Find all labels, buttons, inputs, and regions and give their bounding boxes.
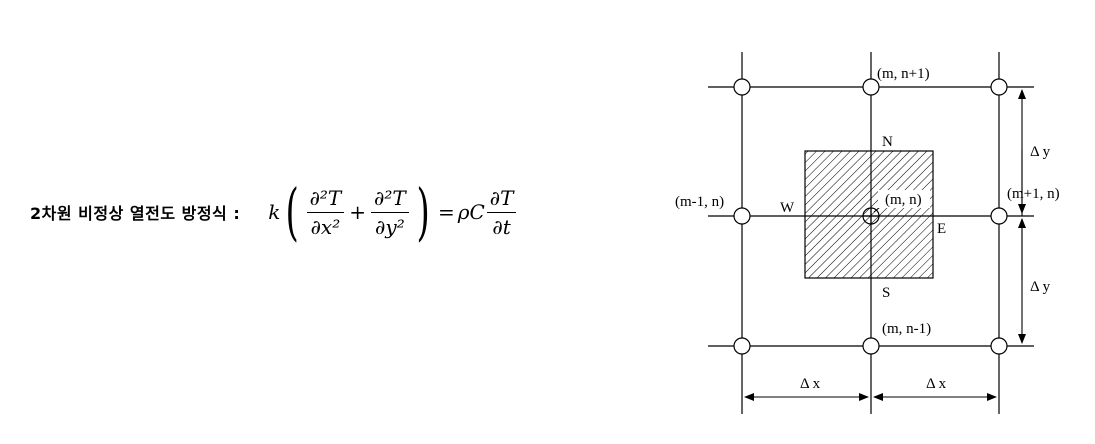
node-circle [990, 207, 1008, 225]
fraction-denominator: ∂x² [310, 214, 341, 239]
conductivity-k: k [268, 200, 281, 224]
label-center-node: (m, n) [885, 192, 922, 208]
left-paren: ( [285, 175, 300, 248]
fraction-numerator: ∂T [486, 186, 517, 213]
node-circle [990, 78, 1008, 96]
fraction-denominator: ∂t [492, 214, 511, 239]
label-south: S [882, 285, 890, 301]
label-right-node: (m+1, n) [1007, 186, 1060, 202]
fraction-denominator: ∂y² [375, 214, 405, 239]
label-delta-y-top: Δ y [1030, 144, 1051, 160]
label-west: W [780, 200, 795, 216]
control-volume [804, 150, 934, 279]
node-circle [862, 337, 880, 355]
rho-c: ρC [457, 200, 485, 224]
heat-conduction-equation: k ( ∂²T ∂x² + ∂²T ∂y² ) = ρC ∂T ∂t [268, 181, 518, 243]
label-bottom-node: (m, n-1) [882, 321, 931, 337]
node-circle [990, 337, 1008, 355]
equals-sign: = [437, 200, 455, 224]
label-delta-y-bottom: Δ y [1030, 279, 1051, 295]
label-backdrop [878, 190, 930, 208]
equation-row: 2차원 비정상 열전도 방정식 : k ( ∂²T ∂x² + ∂²T ∂y² … [30, 172, 518, 252]
label-delta-x-left: Δ x [800, 376, 821, 392]
dt-dt-fraction: ∂T ∂t [486, 186, 517, 239]
fraction-numerator: ∂²T [371, 186, 409, 213]
plus-sign: + [349, 200, 367, 224]
label-top-node: (m, n+1) [877, 66, 930, 82]
label-delta-x-right: Δ x [926, 376, 947, 392]
fraction-numerator: ∂²T [306, 186, 345, 213]
node-circle [862, 78, 880, 96]
node-circle [733, 78, 751, 96]
label-east: E [937, 221, 946, 237]
equation-title: 2차원 비정상 열전도 방정식 : [30, 204, 241, 223]
d2t-dx2-fraction: ∂²T ∂x² [306, 186, 345, 239]
right-paren: ) [416, 175, 430, 248]
label-north: N [882, 134, 893, 150]
node-circle [733, 207, 751, 225]
d2t-dy2-fraction: ∂²T ∂y² [371, 186, 409, 239]
node-circle [733, 337, 751, 355]
label-left-node: (m-1, n) [675, 194, 724, 210]
